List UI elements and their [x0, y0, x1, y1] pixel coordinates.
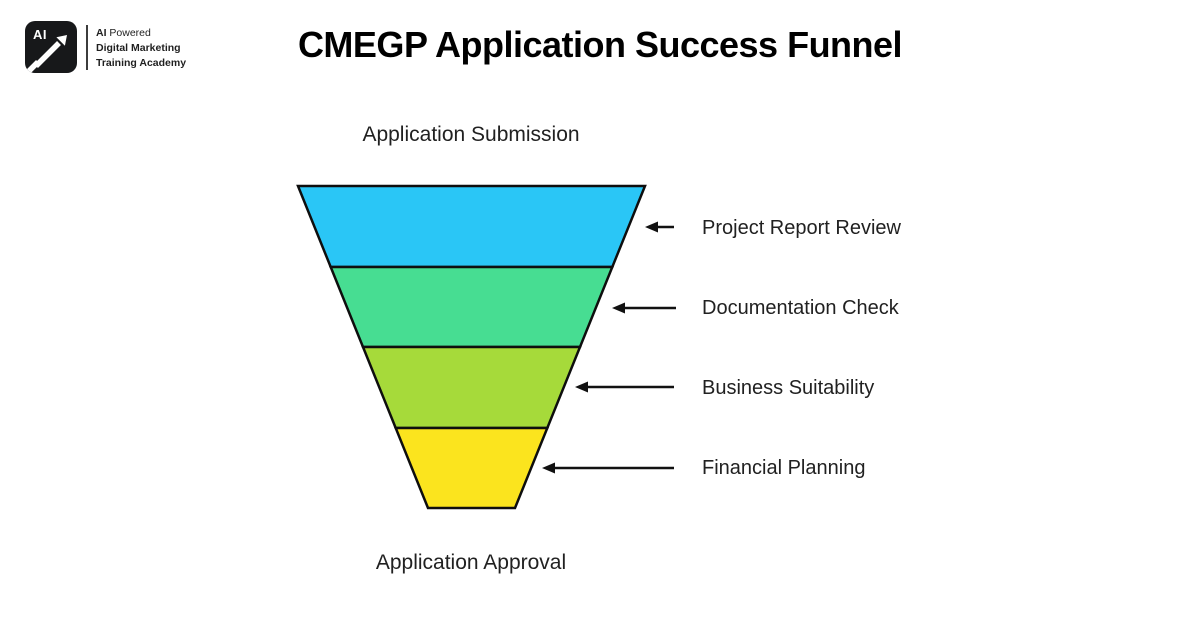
funnel-exit-label: Application Approval: [375, 551, 567, 574]
brand-tagline: AI Powered Digital Marketing Training Ac…: [96, 26, 186, 71]
arrow-left-icon-stage-2: [612, 302, 676, 314]
brand-tagline-line2: Digital Marketing: [96, 42, 181, 54]
funnel-entry-label: Application Submission: [362, 123, 580, 146]
brand-tagline-line3: Training Academy: [96, 57, 187, 69]
brand-divider: [86, 25, 88, 70]
arrow-left-icon-stage-4: [542, 462, 674, 474]
logo-monogram: AI: [33, 27, 47, 42]
funnel-stage-1-shape: [296, 184, 647, 269]
funnel-stage-4-label: Financial Planning: [702, 457, 866, 479]
page-title: CMEGP Application Success Funnel: [297, 24, 903, 65]
funnel-stage-2-label: Documentation Check: [702, 297, 899, 319]
funnel-stage-3-label: Business Suitability: [702, 377, 875, 399]
growth-arrow-icon: [26, 35, 67, 73]
funnel-stage-4-shape: [393, 426, 550, 510]
brand-tagline-line1: AI Powered: [96, 27, 151, 39]
funnel-stage-3-shape: [361, 345, 582, 430]
arrow-left-icon-stage-1: [645, 221, 674, 233]
brand-logo: AI: [25, 21, 77, 73]
funnel-stage-2-shape: [328, 265, 615, 349]
arrow-left-icon-stage-3: [575, 381, 674, 393]
funnel-stage-1-label: Project Report Review: [702, 217, 901, 239]
